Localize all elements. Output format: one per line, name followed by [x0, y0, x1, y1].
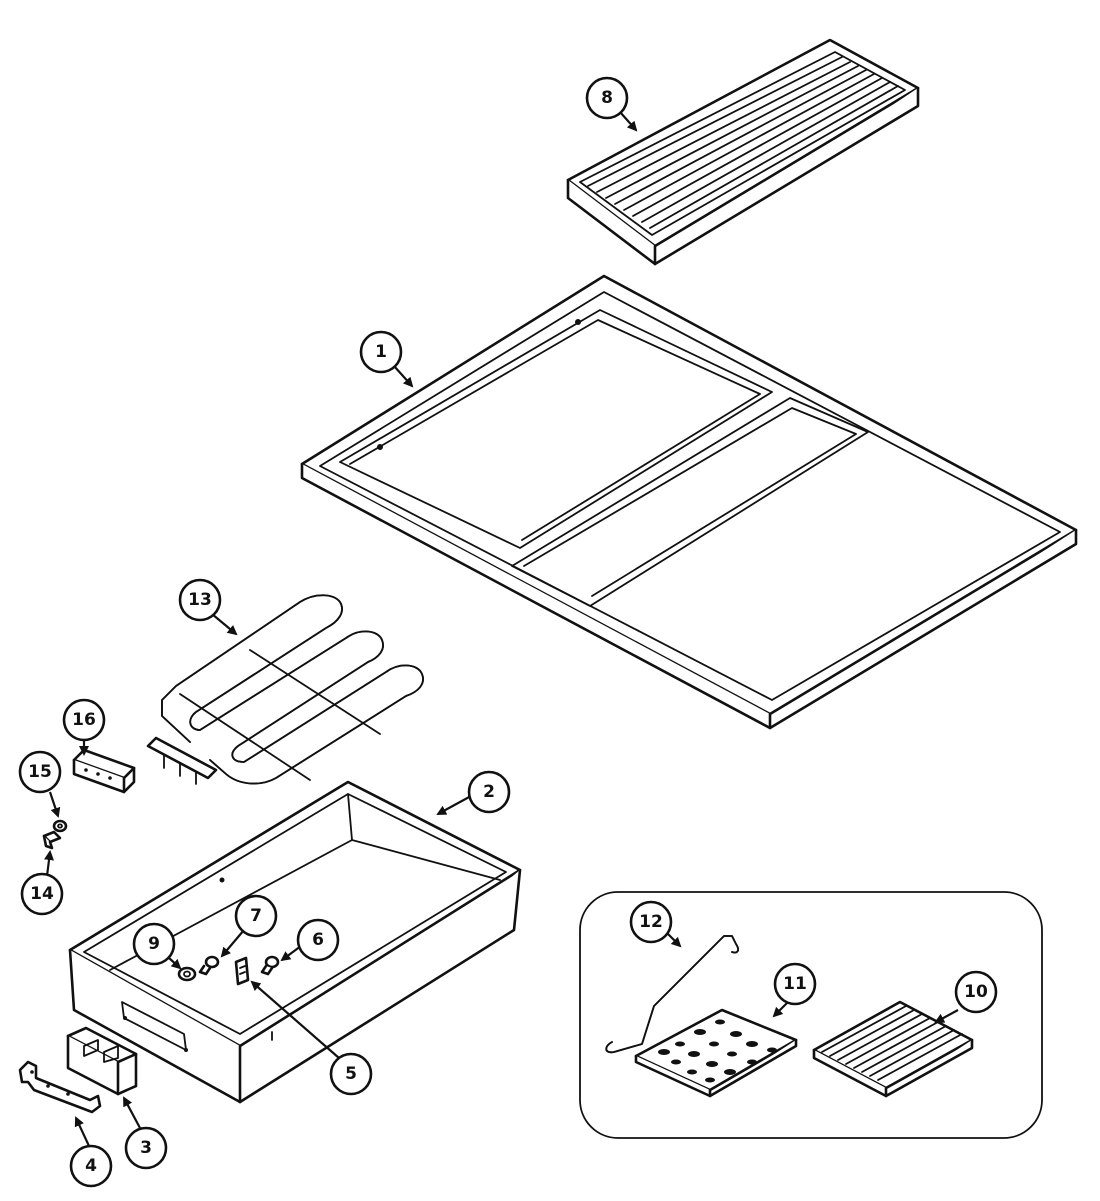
callout-12[interactable]: 12 — [629, 900, 673, 944]
leader-3 — [123, 1096, 141, 1129]
callout-8-label: 8 — [601, 88, 613, 108]
leader-9 — [168, 957, 182, 970]
callout-14[interactable]: 14 — [20, 872, 64, 916]
callout-4[interactable]: 4 — [69, 1144, 113, 1188]
leader-10 — [934, 1009, 959, 1023]
part-14-clip[interactable] — [42, 830, 62, 850]
callout-10-label: 10 — [964, 982, 988, 1002]
callout-8[interactable]: 8 — [585, 76, 629, 120]
leader-6 — [280, 945, 302, 962]
callout-6[interactable]: 6 — [296, 918, 340, 962]
part-6-screw[interactable] — [260, 955, 280, 976]
part-7-screw[interactable] — [198, 955, 220, 976]
part-5-bracket[interactable] — [234, 956, 250, 986]
callout-7-label: 7 — [250, 906, 262, 926]
callout-1[interactable]: 1 — [359, 330, 403, 374]
leader-7 — [220, 929, 245, 958]
leader-1 — [393, 365, 414, 388]
leader-12 — [667, 933, 682, 948]
leader-15 — [48, 791, 61, 818]
callout-5-label: 5 — [345, 1064, 357, 1084]
leader-14 — [44, 850, 54, 877]
callout-15-label: 15 — [28, 762, 52, 782]
accessory-group-box — [579, 891, 1043, 1139]
callout-11[interactable]: 11 — [773, 962, 817, 1006]
part-9-grommet[interactable] — [177, 966, 197, 982]
part-10-grate-insert[interactable] — [812, 1000, 974, 1098]
part-8-grill-grate[interactable] — [566, 38, 920, 266]
part-15-nut[interactable] — [52, 819, 68, 833]
callout-3-label: 3 — [140, 1138, 152, 1158]
part-11-lava-rock-tray[interactable] — [634, 1008, 798, 1098]
part-16-terminal-block[interactable] — [72, 748, 136, 794]
callout-5[interactable]: 5 — [329, 1052, 373, 1096]
callout-16-label: 16 — [72, 710, 96, 730]
part-3-mounting-block[interactable] — [66, 1026, 138, 1096]
callout-6-label: 6 — [312, 930, 324, 950]
leader-13 — [211, 613, 238, 636]
callout-16[interactable]: 16 — [62, 698, 106, 742]
callout-15[interactable]: 15 — [18, 750, 62, 794]
part-1-cooktop-top[interactable] — [300, 274, 1078, 730]
callout-9-label: 9 — [148, 934, 160, 954]
callout-4-label: 4 — [85, 1156, 97, 1176]
leader-4 — [74, 1116, 90, 1147]
callout-14-label: 14 — [30, 884, 54, 904]
part-13-heating-element[interactable] — [146, 594, 424, 785]
callout-12-label: 12 — [639, 912, 663, 932]
callout-13-label: 13 — [188, 590, 212, 610]
callout-7[interactable]: 7 — [234, 894, 278, 938]
part-4-bracket[interactable] — [18, 1060, 102, 1114]
callout-9[interactable]: 9 — [132, 922, 176, 966]
part-12-wire-rack[interactable] — [605, 935, 739, 1054]
callout-2[interactable]: 2 — [467, 770, 511, 814]
leader-8 — [619, 111, 638, 132]
callout-1-label: 1 — [375, 342, 387, 362]
leader-5 — [250, 980, 340, 1059]
callout-3[interactable]: 3 — [124, 1126, 168, 1170]
callout-13[interactable]: 13 — [178, 578, 222, 622]
callout-11-label: 11 — [783, 974, 807, 994]
callout-10[interactable]: 10 — [954, 970, 998, 1014]
leader-2 — [436, 795, 472, 815]
callout-2-label: 2 — [483, 782, 495, 802]
